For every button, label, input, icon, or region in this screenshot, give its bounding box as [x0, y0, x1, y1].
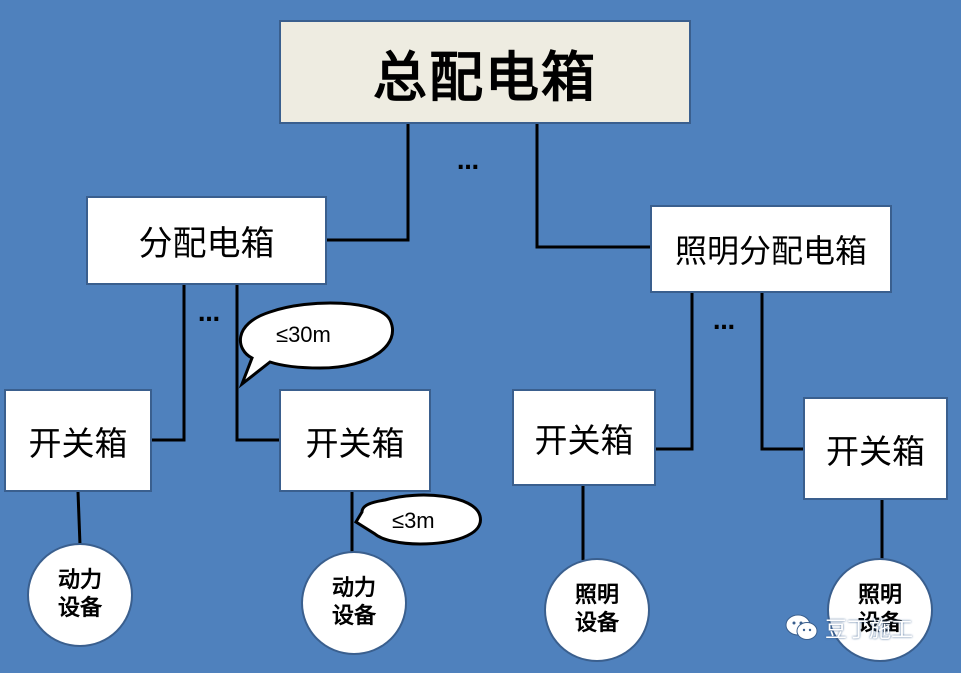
- equipment-1-line1: 动力: [57, 568, 102, 593]
- equipment-circle-3: 照明 设备: [544, 558, 650, 662]
- ellipsis-main: …: [457, 150, 480, 175]
- wechat-icon: [785, 614, 818, 640]
- callout-30m-bubble: [238, 301, 394, 389]
- equipment-4-line2: 设备: [857, 611, 902, 636]
- switch-box-3: 开关箱: [512, 389, 656, 486]
- equipment-4-line1: 照明: [857, 583, 902, 608]
- watermark: 豆丁施工: [785, 612, 913, 644]
- switch-box-4: 开关箱: [803, 397, 948, 500]
- switch-box-1: 开关箱: [4, 389, 152, 492]
- equipment-circle-2: 动力 设备: [301, 551, 407, 655]
- connector-main-to-sub: [327, 124, 410, 242]
- connector-switch-1-to-equipment: [76, 491, 82, 546]
- equipment-2-line1: 动力: [331, 576, 376, 601]
- connector-main-to-lighting: [535, 124, 650, 249]
- equipment-circle-1: 动力 设备: [27, 543, 133, 647]
- main-distribution-box: 总配电箱: [279, 20, 691, 124]
- equipment-3-line1: 照明: [574, 583, 619, 608]
- callout-3m-label: ≤3m: [392, 508, 435, 533]
- sub-distribution-box: 分配电箱: [86, 196, 327, 285]
- equipment-2-line2: 设备: [331, 604, 376, 629]
- equipment-circle-4: 照明 设备: [827, 558, 933, 662]
- connector-lighting-to-switch-3: [656, 293, 694, 451]
- callout-30m-label: ≤30m: [276, 322, 331, 347]
- equipment-3-line2: 设备: [574, 611, 619, 636]
- connector-sub-to-switch-1: [152, 285, 186, 442]
- ellipsis-sub: …: [198, 302, 221, 327]
- switch-box-2: 开关箱: [279, 389, 431, 492]
- equipment-1-line2: 设备: [57, 596, 102, 621]
- lighting-distribution-box: 照明分配电箱: [650, 205, 892, 293]
- callout-3m-bubble: [353, 493, 482, 546]
- ellipsis-lighting: …: [713, 310, 736, 335]
- connector-lighting-to-switch-4: [760, 293, 803, 451]
- connector-sub-to-switch-2: [235, 285, 279, 442]
- watermark-text: 豆丁施工: [825, 618, 914, 643]
